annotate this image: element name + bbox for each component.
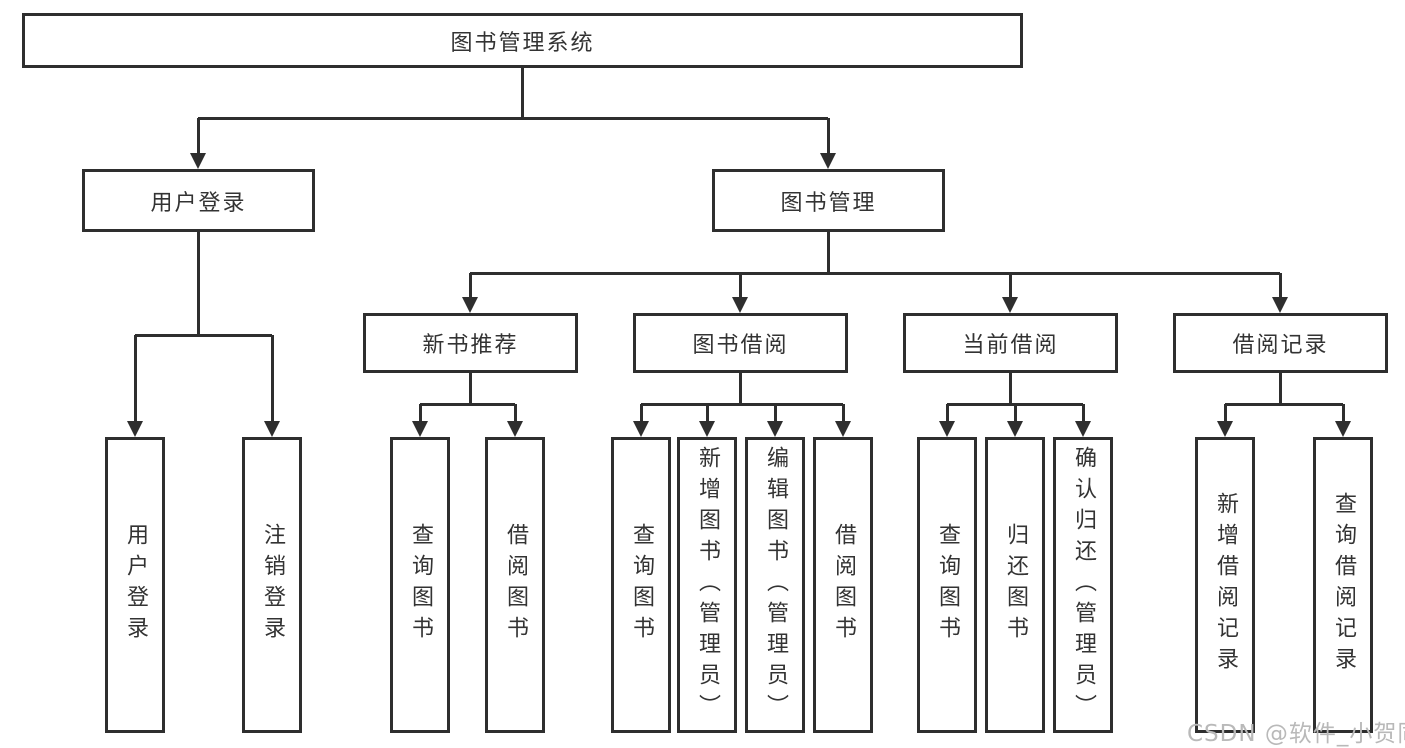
connector-arrow-leaf-12 bbox=[1335, 404, 1351, 437]
node-book-borrow: 图书借阅 bbox=[633, 313, 848, 373]
node-user-login: 用户登录 bbox=[82, 169, 315, 232]
connector-arrow-borrow bbox=[732, 273, 748, 313]
connector-records-hline bbox=[1225, 402, 1343, 406]
node-book-management: 图书管理 bbox=[712, 169, 945, 232]
connector-arrow-leaf-2 bbox=[412, 404, 428, 437]
leaf-query-books-recommend: 查询图书 bbox=[390, 437, 450, 733]
connector-arrow-leaf-7 bbox=[835, 404, 851, 437]
connector-userlogin-vline bbox=[196, 232, 200, 335]
leaf-confirm-return-admin: 确认归还（管理员） bbox=[1053, 437, 1113, 733]
connector-arrow-leaf-3 bbox=[507, 404, 523, 437]
connector-borrow-vline bbox=[738, 373, 742, 404]
connector-userlogin-hline bbox=[135, 333, 272, 337]
connector-arrow-leaf-4 bbox=[633, 404, 649, 437]
connector-recommend-hline bbox=[420, 402, 515, 406]
leaf-borrow-books-borrow: 借阅图书 bbox=[813, 437, 873, 733]
node-root-system: 图书管理系统 bbox=[22, 13, 1023, 68]
connector-arrow-leaf-10 bbox=[1075, 404, 1091, 437]
connector-root-vline bbox=[520, 68, 524, 118]
leaf-borrow-books-recommend: 借阅图书 bbox=[485, 437, 545, 733]
connector-arrow-recommend bbox=[462, 273, 478, 313]
leaf-logout-login: 注销登录 bbox=[242, 437, 302, 733]
leaf-edit-books-admin: 编辑图书（管理员） bbox=[745, 437, 805, 733]
connector-bookmgmt-vline bbox=[826, 232, 830, 273]
leaf-add-books-admin: 新增图书（管理员） bbox=[677, 437, 737, 733]
connector-arrow-leaf-logout bbox=[264, 335, 280, 437]
connector-arrow-leaf-11 bbox=[1217, 404, 1233, 437]
connector-arrow-current bbox=[1002, 273, 1018, 313]
leaf-user-login: 用户登录 bbox=[105, 437, 165, 733]
leaf-query-books-borrow: 查询图书 bbox=[611, 437, 671, 733]
leaf-add-borrow-record: 新增借阅记录 bbox=[1195, 437, 1255, 733]
leaf-query-borrow-record: 查询借阅记录 bbox=[1313, 437, 1373, 733]
node-current-borrow: 当前借阅 bbox=[903, 313, 1118, 373]
connector-bookmgmt-hline bbox=[470, 271, 1280, 275]
node-borrow-records: 借阅记录 bbox=[1173, 313, 1388, 373]
connector-arrow-book-mgmt bbox=[820, 118, 836, 169]
connector-arrow-leaf-8 bbox=[939, 404, 955, 437]
connector-arrow-leaf-5 bbox=[699, 404, 715, 437]
node-new-book-recommend: 新书推荐 bbox=[363, 313, 578, 373]
connector-current-vline bbox=[1008, 373, 1012, 404]
connector-arrow-leaf-9 bbox=[1007, 404, 1023, 437]
connector-arrow-leaf-6 bbox=[767, 404, 783, 437]
leaf-return-books: 归还图书 bbox=[985, 437, 1045, 733]
connector-arrow-user-login bbox=[190, 118, 206, 169]
connector-root-hline bbox=[198, 116, 828, 120]
leaf-query-books-current: 查询图书 bbox=[917, 437, 977, 733]
connector-recommend-vline bbox=[468, 373, 472, 404]
connector-arrow-leaf-user-login bbox=[127, 335, 143, 437]
connector-arrow-records bbox=[1272, 273, 1288, 313]
connector-borrow-hline bbox=[641, 402, 843, 406]
connector-records-vline bbox=[1278, 373, 1282, 404]
